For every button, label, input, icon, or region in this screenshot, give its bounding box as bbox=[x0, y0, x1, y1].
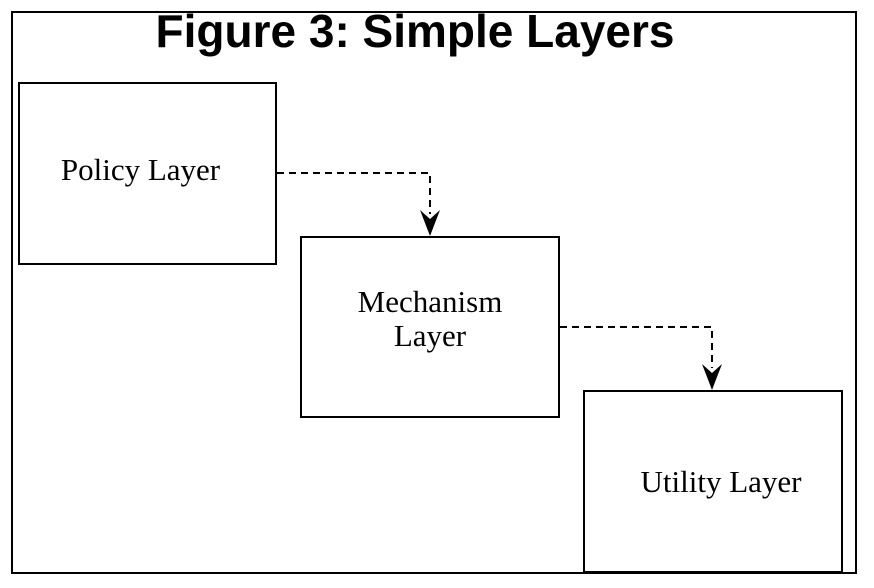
utility-layer-label: Utility Layer bbox=[640, 463, 802, 499]
policy-layer-box: Policy Layer bbox=[18, 82, 277, 265]
mechanism-layer-label: Mechanism Layer bbox=[357, 284, 503, 353]
figure-frame bbox=[11, 11, 857, 574]
figure-title: Figure 3: Simple Layers bbox=[155, 5, 675, 57]
policy-layer-label: Policy Layer bbox=[60, 151, 221, 187]
utility-layer-box: Utility Layer bbox=[583, 390, 843, 573]
mechanism-layer-box: Mechanism Layer bbox=[300, 236, 560, 418]
